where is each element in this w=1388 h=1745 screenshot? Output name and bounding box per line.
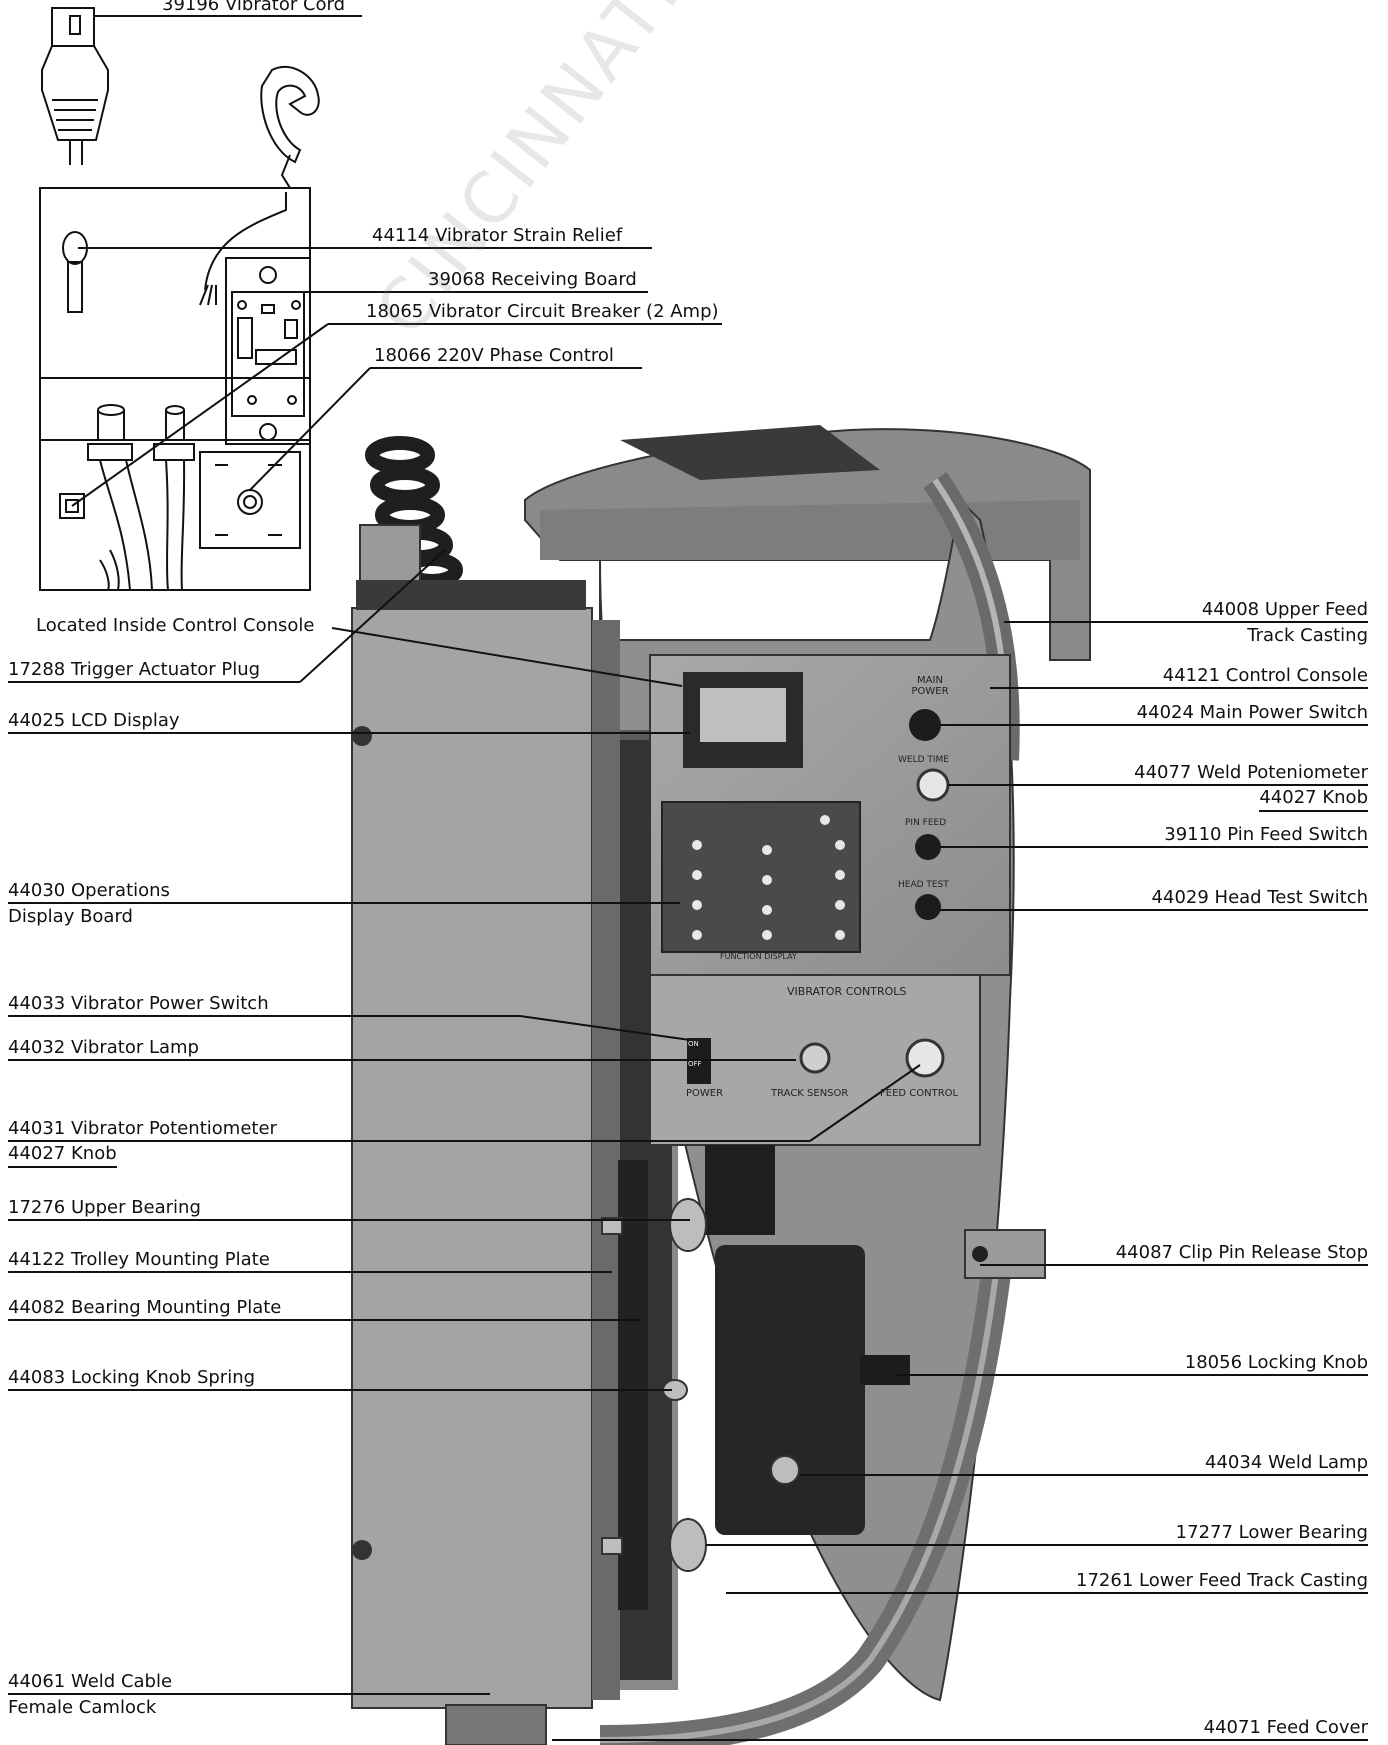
panel-feed-control: FEED CONTROL [880,1088,959,1099]
label-vib-pot: 44031 Vibrator Potentiometer [8,1118,277,1139]
label-locking-spring: 44083 Locking Knob Spring [8,1367,256,1388]
label-ops-board: 44030 Operations [8,880,170,901]
label-lcd-display: 44025 LCD Display [8,710,180,731]
label-feed-cover: 44071 Feed Cover [1203,1717,1368,1738]
panel-on: ON [688,1040,699,1048]
label-trolley-plate: 44122 Trolley Mounting Plate [8,1249,270,1270]
label-vib-power-switch: 44033 Vibrator Power Switch [8,993,269,1014]
label-weld-lamp: 44034 Weld Lamp [1205,1452,1368,1473]
label-weld-cable: 44061 Weld Cable [8,1671,173,1692]
label-pin-feed-switch: 39110 Pin Feed Switch [1164,824,1368,845]
label-ops-board-2: Display Board [8,906,133,927]
panel-power: POWER [686,1088,724,1099]
machine-illustration [351,425,1091,1745]
leader-lines [8,15,1368,1741]
label-located-inside: Located Inside Control Console [36,615,315,636]
label-lower-bearing: 17277 Lower Bearing [1175,1522,1368,1543]
panel-track-sensor: TRACK SENSOR [771,1088,849,1099]
label-bearing-plate: 44082 Bearing Mounting Plate [8,1297,282,1318]
panel-head-test: HEAD TEST [898,880,949,890]
receiving-box-drawing [39,7,320,591]
label-weld-pot: 44077 Weld Poteniometer [1134,762,1368,783]
label-vibrator-cord: 39196 Vibrator Cord [162,0,346,15]
panel-function-display: FUNCTION DISPLAY [720,952,797,961]
label-weld-pot-knob: 44027 Knob [1259,787,1368,812]
panel-off: OFF [688,1060,702,1068]
label-main-power-switch: 44024 Main Power Switch [1136,702,1368,723]
label-vib-pot-knob: 44027 Knob [8,1143,117,1168]
label-receiving-board: 39068 Receiving Board [428,269,637,290]
label-strain-relief: 44114 Vibrator Strain Relief [372,225,623,246]
label-clip-pin-stop: 44087 Clip Pin Release Stop [1115,1242,1368,1263]
label-phase-control: 18066 220V Phase Control [374,345,614,366]
label-trigger-plug: 17288 Trigger Actuator Plug [8,659,261,680]
label-head-test-switch: 44029 Head Test Switch [1151,887,1368,908]
label-circuit-breaker: 18065 Vibrator Circuit Breaker (2 Amp) [366,301,719,322]
panel-weld-time: WELD TIME [898,755,949,765]
label-upper-track: 44008 Upper Feed [1201,599,1368,620]
panel-vibrator-controls: VIBRATOR CONTROLS [787,985,907,998]
label-weld-cable-2: Female Camlock [8,1697,157,1718]
panel-pin-feed: PIN FEED [905,818,947,828]
label-upper-track-2: Track Casting [1247,625,1368,646]
label-lower-track: 17261 Lower Feed Track Casting [1076,1570,1368,1591]
label-locking-knob: 18056 Locking Knob [1184,1352,1368,1373]
label-vib-lamp: 44032 Vibrator Lamp [8,1037,199,1058]
label-control-console: 44121 Control Console [1162,665,1368,686]
panel-main-power: MAIN POWER [911,675,949,697]
label-upper-bearing: 17276 Upper Bearing [8,1197,201,1218]
